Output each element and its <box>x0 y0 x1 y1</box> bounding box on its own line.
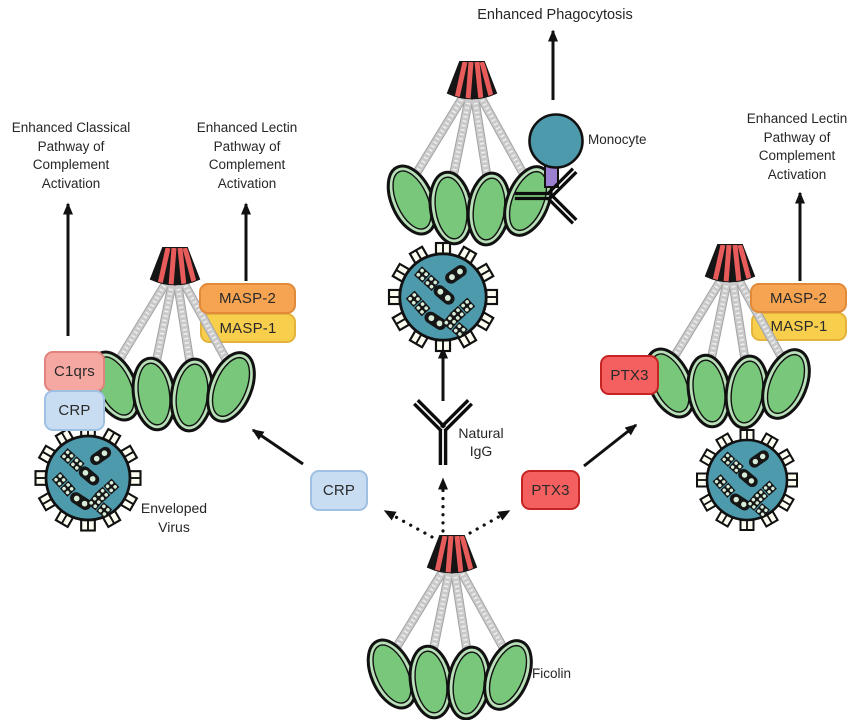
ptx3-box-right: PTX3 <box>600 355 659 395</box>
dotted-arrow-to-crp <box>383 509 434 539</box>
enveloped-virus-left <box>36 426 141 531</box>
label-line: Enhanced Classical <box>11 120 131 135</box>
label-monocyte: Monocyte <box>588 132 647 147</box>
label-enhanced-lectin-pathway-left: Enhanced Lectin Pathway of Complement Ac… <box>183 119 311 193</box>
ficolin-left <box>82 248 264 433</box>
label-line: Pathway of <box>37 138 105 154</box>
label-ficolin: Ficolin <box>532 666 572 681</box>
label-enhanced-classical-pathway: Enhanced Classical Pathway of Complement… <box>2 119 140 193</box>
label-line: IgG <box>469 443 493 459</box>
label-line: Pathway of <box>213 138 281 154</box>
arrow-crp-to-ficolin <box>251 428 304 466</box>
label-line: Enhanced Lectin <box>746 111 848 126</box>
label-enhanced-phagocytosis: Enhanced Phagocytosis <box>477 7 633 23</box>
c1qrs-box: C1qrs <box>44 351 105 392</box>
ficolin-central <box>359 536 541 720</box>
label-line: Activation <box>767 166 827 182</box>
crp-box-middle: CRP <box>310 470 368 511</box>
label-line: Complement <box>758 148 836 163</box>
label-line: Natural <box>458 425 504 441</box>
label-enveloped-virus: Enveloped Virus <box>134 499 214 537</box>
crp-box-left: CRP <box>44 390 105 431</box>
label-line: Enveloped <box>140 500 208 516</box>
monocyte-cell <box>528 113 584 188</box>
label-line: Enhanced Lectin <box>196 120 298 135</box>
ficolin-right <box>637 245 819 430</box>
enveloped-virus-middle <box>389 243 497 351</box>
masp2-box-right: MASP-2 <box>750 283 847 313</box>
ptx3-box-middle: PTX3 <box>521 470 580 510</box>
arrow-ptx3-to-ficolin <box>583 423 638 468</box>
label-line: Complement <box>208 157 286 172</box>
masp2-box-left: MASP-2 <box>199 283 296 314</box>
label-enhanced-lectin-pathway-right: Enhanced Lectin Pathway of Complement Ac… <box>733 110 858 184</box>
label-natural-igg: Natural IgG <box>450 424 512 460</box>
label-line: Activation <box>217 175 277 191</box>
label-line: Complement <box>32 157 110 172</box>
label-line: Pathway of <box>763 129 831 145</box>
dotted-arrow-to-ptx3 <box>461 509 511 539</box>
label-line: Virus <box>158 519 190 535</box>
enveloped-virus-right <box>697 430 797 530</box>
label-line: Activation <box>41 175 101 191</box>
